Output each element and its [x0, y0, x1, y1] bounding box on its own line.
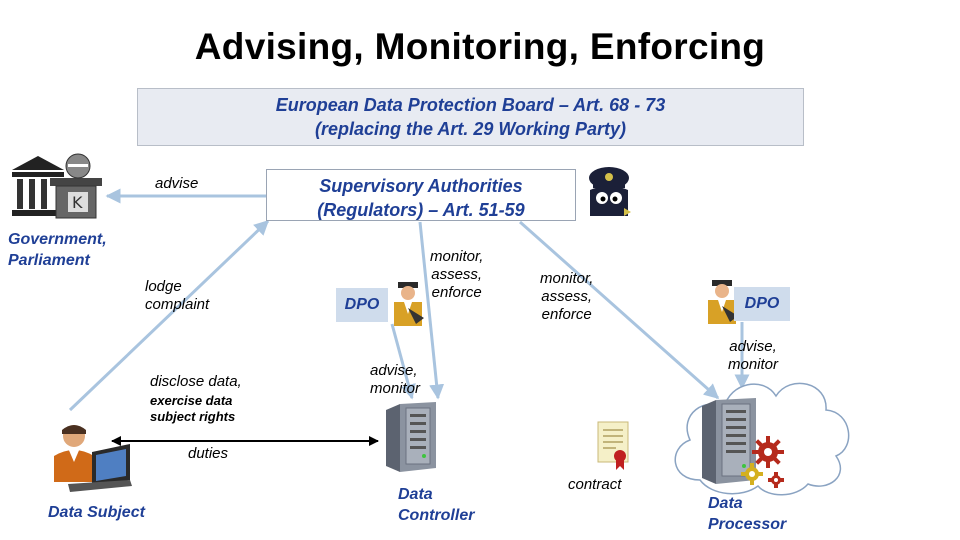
regulator-police-icon	[589, 167, 631, 216]
data-controller-label: Data Controller	[398, 486, 475, 524]
server-icon	[702, 398, 756, 484]
data-subject-label: Data Subject	[48, 504, 145, 521]
data-subject-laptop-icon	[54, 425, 132, 492]
duties-label: duties	[188, 445, 229, 462]
arrow-sa-to-processor	[519, 220, 720, 400]
dpo-right-box: DPO	[734, 287, 790, 321]
arrow-sa-to-controller	[418, 221, 445, 400]
edpb-line2: (replacing the Art. 29 Working Party)	[314, 119, 627, 139]
page-title: Advising, Monitoring, Enforcing	[194, 26, 766, 67]
arrow-lodge-complaint	[68, 219, 270, 412]
edpb-line1: European Data Protection Board – Art. 68…	[275, 95, 666, 115]
arrow-dpo-to-controller	[390, 323, 416, 400]
server-icon	[386, 402, 436, 472]
lodge-complaint-label: lodge complaint	[145, 278, 210, 313]
exercise-rights-label: exercise data subject rights	[150, 393, 236, 424]
contract-label: contract	[568, 476, 622, 493]
disclose-data-label: disclose data,	[150, 373, 242, 390]
monitor-assess-enforce-left: monitor, assess, enforce	[430, 248, 484, 301]
advise-label: advise	[155, 175, 199, 192]
supervisory-authorities-box: Supervisory Authorities (Regulators) – A…	[266, 169, 576, 221]
dpo-officer-icon	[394, 282, 424, 326]
gears-icon	[741, 436, 784, 488]
sa-line1: Supervisory Authorities	[319, 176, 523, 196]
monitor-assess-enforce-right: monitor, assess, enforce	[540, 270, 594, 323]
svg-text:K: K	[72, 193, 83, 212]
government-building-icon: K	[12, 153, 102, 219]
edpb-box: European Data Protection Board – Art. 68…	[137, 88, 804, 146]
advise-monitor-right-label: advise, monitor	[728, 338, 779, 373]
government-label: Government, Parliament	[8, 231, 107, 269]
dpo-officer-icon	[708, 280, 738, 324]
sa-line2: (Regulators) – Art. 51-59	[317, 200, 525, 220]
contract-document-icon	[597, 421, 629, 470]
advise-monitor-left-label: advise, monitor	[370, 362, 421, 397]
dpo-left-box: DPO	[336, 288, 388, 322]
data-processor-label: Data Processor	[708, 495, 787, 533]
